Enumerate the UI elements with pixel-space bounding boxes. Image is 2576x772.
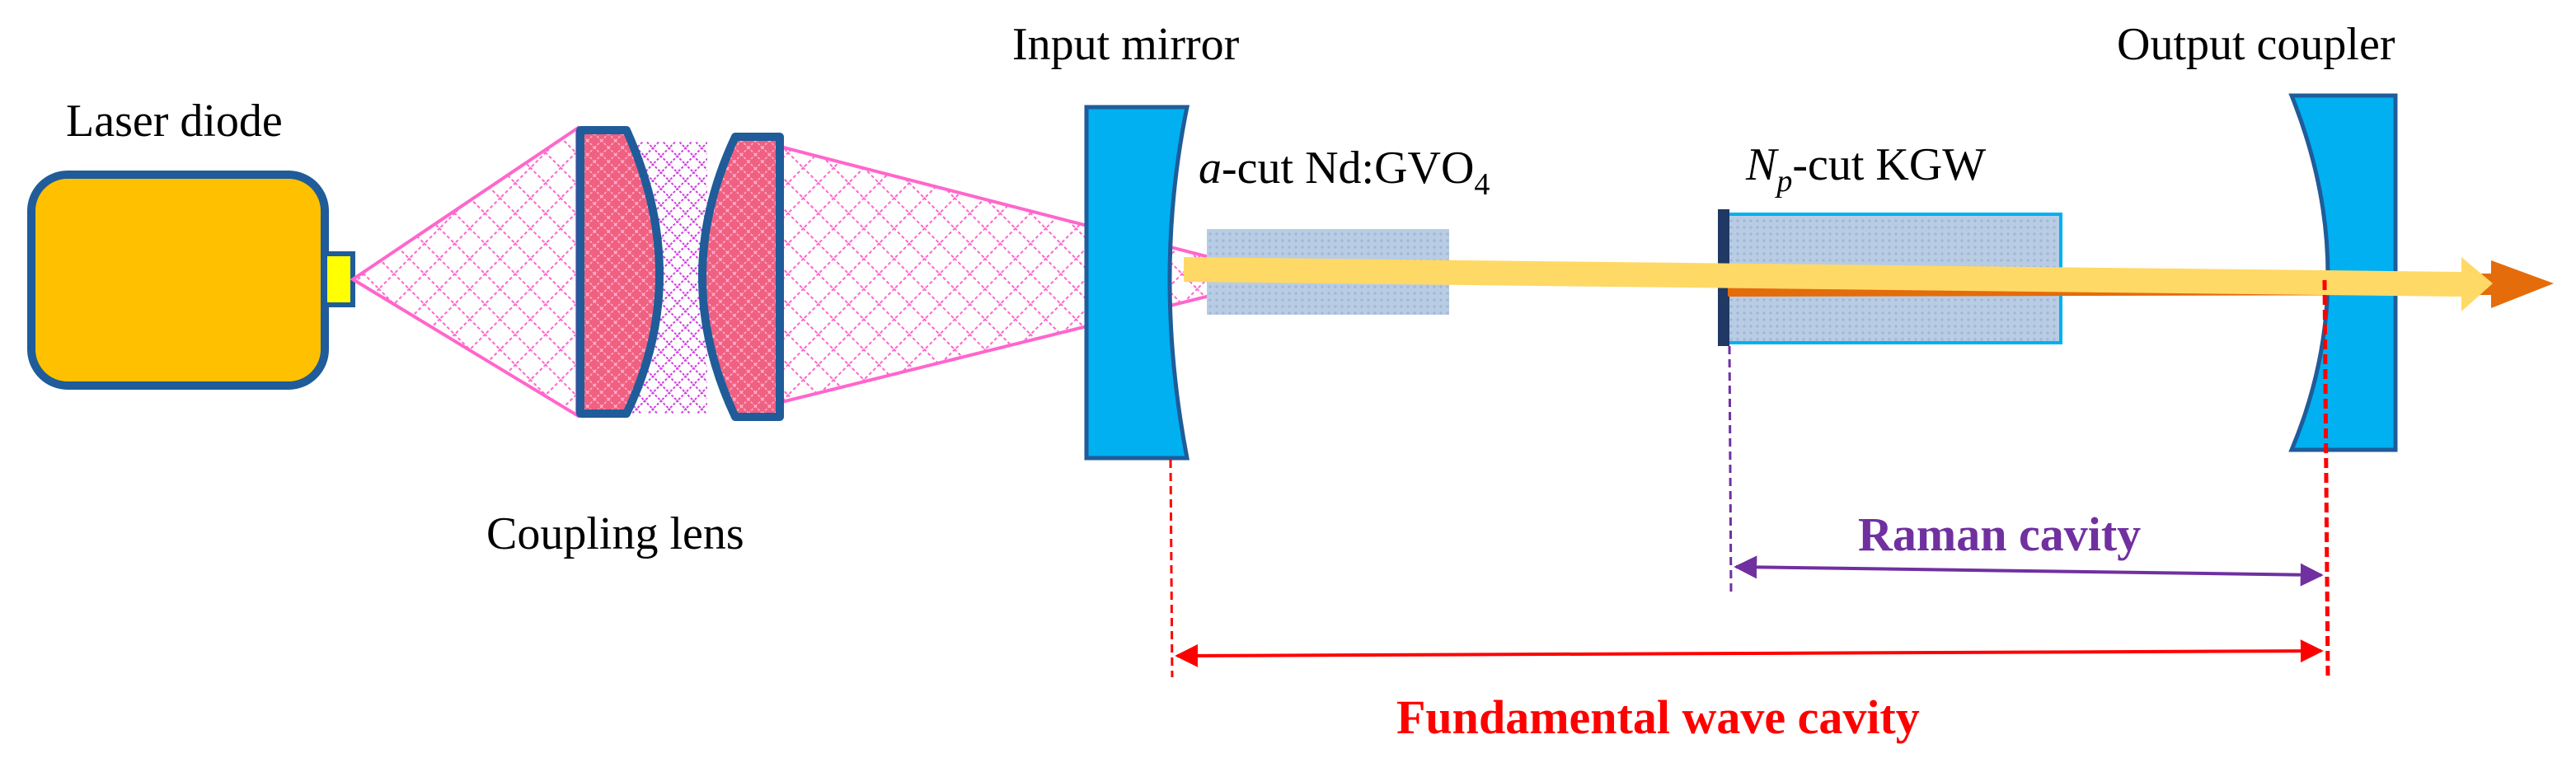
laser-diode xyxy=(27,171,355,390)
input-mirror xyxy=(1084,105,1190,461)
fundamental-cavity-dimension xyxy=(1175,639,2324,667)
laser-beams xyxy=(1184,257,2554,311)
fundamental-cavity-right-marker xyxy=(2322,279,2330,678)
raman-cavity-left-marker xyxy=(1728,345,1733,597)
laser-diode-emitter xyxy=(322,251,355,307)
pump-beam-diverging xyxy=(350,125,579,419)
fundamental-cavity-label: Fundamental wave cavity xyxy=(1396,690,1920,744)
coupling-lens xyxy=(576,126,784,421)
gain-crystal-label: a-cut Nd:GVO4 xyxy=(1199,143,1490,202)
output-coupler-label: Output coupler xyxy=(2117,19,2395,70)
fundamental-cavity-left-marker xyxy=(1169,459,1174,678)
input-mirror-label: Input mirror xyxy=(1012,19,1240,70)
coupling-lens-right xyxy=(698,133,784,421)
cavity-markers xyxy=(1169,279,2330,678)
fundamental-beam xyxy=(1184,257,2493,311)
coupling-lens-label: Coupling lens xyxy=(486,508,744,559)
raman-crystal-label: Np-cut KGW xyxy=(1745,139,1986,199)
raman-cavity-label: Raman cavity xyxy=(1858,508,2141,561)
laser-diode-body xyxy=(27,171,329,390)
raman-cavity-dimension xyxy=(1734,555,2324,587)
coupling-lens-left xyxy=(576,126,664,418)
laser-diode-label: Laser diode xyxy=(66,96,283,147)
